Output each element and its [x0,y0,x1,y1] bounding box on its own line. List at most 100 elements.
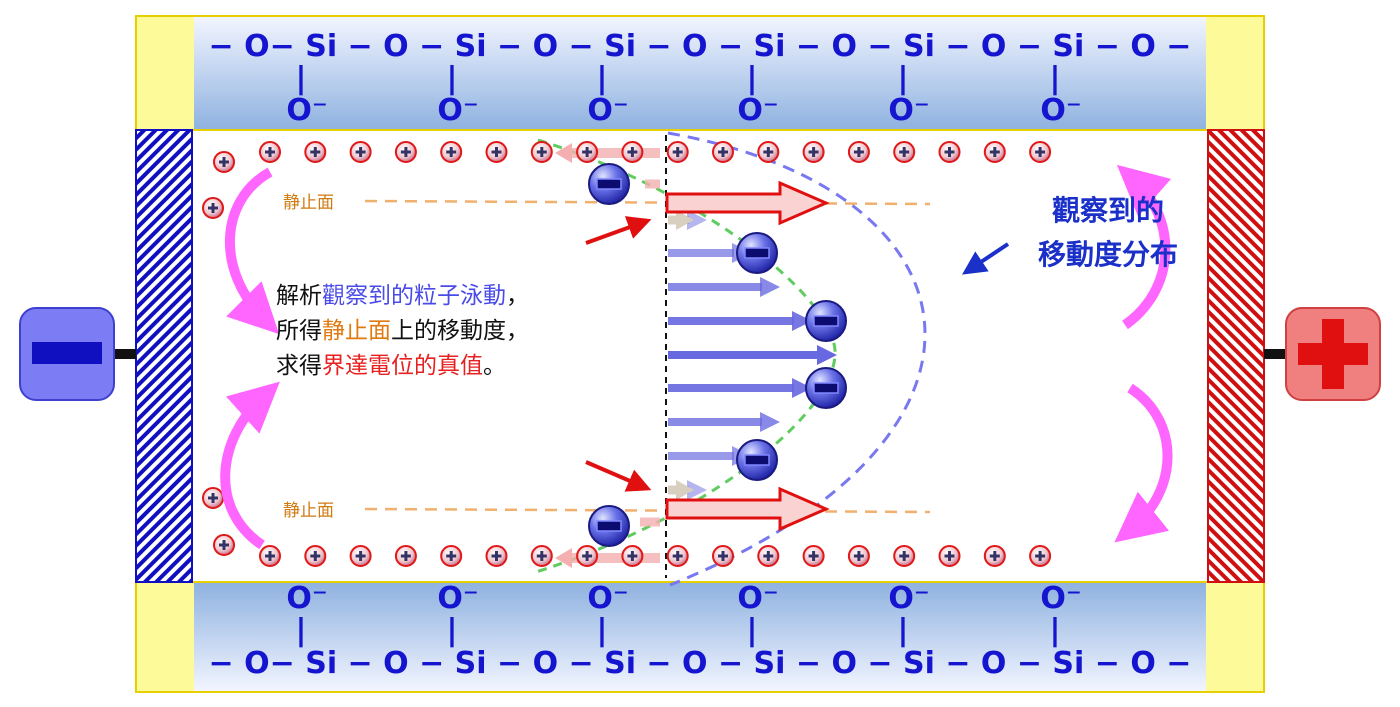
top-oxide-group: |O⁻|O⁻|O⁻|O⁻|O⁻|O⁻ [286,61,1081,128]
observed-label-line2: 移動度分布 [1038,238,1178,271]
ion-plus-v [495,147,498,157]
positive-ions [202,141,1052,567]
particle-minus-icon [813,315,839,327]
ion-plus-v [222,540,226,550]
particle-minus-icon [813,382,839,394]
ion-plus-v [1038,147,1042,157]
top-bond: | [447,61,458,96]
ion-plus-v [812,551,816,561]
ion-plus-v [313,551,317,561]
top-oxide-ion: O⁻ [437,93,478,128]
stationary-plane-top-label: 静止面 [283,193,334,213]
negative-plate [135,129,193,583]
top-oxide-ion: O⁻ [1040,93,1081,128]
ion-plus-v [268,147,272,157]
top-bond: | [597,61,608,96]
ion-plus-v [766,551,770,561]
top-oxide-ion: O⁻ [888,93,929,128]
top-bond: | [898,61,909,96]
observed-label-arrow [962,242,1010,275]
particle-minus-icon [744,454,770,466]
ion-plus-v [449,147,453,157]
circulation-top-left [224,167,280,335]
ion-plus-v [359,551,363,561]
stationary-arrow-top [665,180,830,226]
ion-plus-v [222,157,226,167]
ion-plus-v [630,147,634,157]
ion-plus-v [630,551,634,561]
stationary-plane-bottom-label: 静止面 [283,501,334,521]
bottom-oxide-ion: O⁻ [587,581,628,616]
bottom-chain-row: − O− Si − O − Si − O − Si − O − Si − O −… [209,646,1192,681]
stationary-arrow-bottom [665,486,830,532]
ion-plus-v [404,551,408,561]
ion-plus-v [902,551,906,561]
plus-icon-vertical [1322,319,1344,389]
velocity-arrow-head [792,311,812,331]
ion-plus-v [857,147,861,157]
stationary-plane-top-line [364,199,931,206]
bottom-bond: | [898,613,909,648]
ion-plus-v [585,551,589,561]
bottom-oxide-ion: O⁻ [437,581,478,616]
particle-minus-icon [596,520,622,532]
ion-plus-v [449,551,453,561]
velocity-arrow-head [760,412,780,432]
velocity-arrow-head [760,277,780,297]
particle-minus-icon [744,247,770,259]
note-line-1: 解析觀察到的粒子泳動， [276,283,529,309]
ion-plus-v [495,551,498,561]
velocity-arrow-head [687,210,707,230]
positive-wire [1264,349,1286,359]
top-oxide-ion: O⁻ [587,93,628,128]
ion-plus-v [268,551,272,561]
bottom-bond: | [1050,613,1061,648]
velocity-arrow-head [792,378,812,398]
circulation-bottom-right [1114,383,1173,543]
bottom-oxide-ion: O⁻ [286,581,327,616]
ion-plus-v [676,147,680,157]
negative-particles [588,163,847,547]
bottom-bond: | [447,613,458,648]
bottom-oxide-ion: O⁻ [888,581,929,616]
pointer-arrows [585,216,652,492]
top-bond: | [747,61,758,96]
observed-label-line1: 觀察到的 [1052,194,1164,227]
bottom-oxide-ion: O⁻ [1040,581,1081,616]
top-bond: | [296,61,307,96]
particle-minus-icon [596,178,622,190]
negative-wire [112,349,136,359]
ion-plus-v [948,551,951,561]
ion-plus-v [359,147,363,157]
ion-plus-v [721,551,725,561]
circulation-bottom-left [220,381,280,550]
top-oxide-ion: O⁻ [286,93,327,128]
bottom-oxide-group: O⁻|O⁻|O⁻|O⁻|O⁻|O⁻| [286,581,1081,648]
ion-plus-v [1038,551,1042,561]
bottom-oxide-ion: O⁻ [737,581,778,616]
bottom-bond: | [296,613,307,648]
velocity-arrow-head [817,345,837,365]
top-chain-row: − O− Si − O − Si − O − Si − O − Si − O −… [209,29,1192,64]
positive-plate [1207,129,1265,583]
minus-icon [32,342,102,364]
ion-plus-v [585,147,589,157]
top-silica-wall: − O− Si − O − Si − O − Si − O − Si − O −… [135,15,1265,131]
ion-plus-v [540,147,544,157]
ion-plus-v [540,551,544,561]
positive-electrode [1285,307,1381,401]
ion-plus-v [812,147,816,157]
ion-plus-v [993,147,997,157]
observed-mobility-label: 觀察到的 移動度分布 [962,194,1178,275]
ion-plus-v [993,551,997,561]
explanation-note: 解析觀察到的粒子泳動， 所得静止面上的移動度， 求得界達電位的真值。 [276,283,529,379]
bottom-bond: | [597,613,608,648]
ion-plus-v [676,551,680,561]
ion-plus-v [948,147,951,157]
bottom-bond: | [747,613,758,648]
ion-plus-v [721,147,725,157]
ion-plus-v [766,147,770,157]
velocity-arrow-head [687,480,707,500]
stationary-plane-bottom-line [364,507,931,514]
top-oxide-ion: O⁻ [737,93,778,128]
